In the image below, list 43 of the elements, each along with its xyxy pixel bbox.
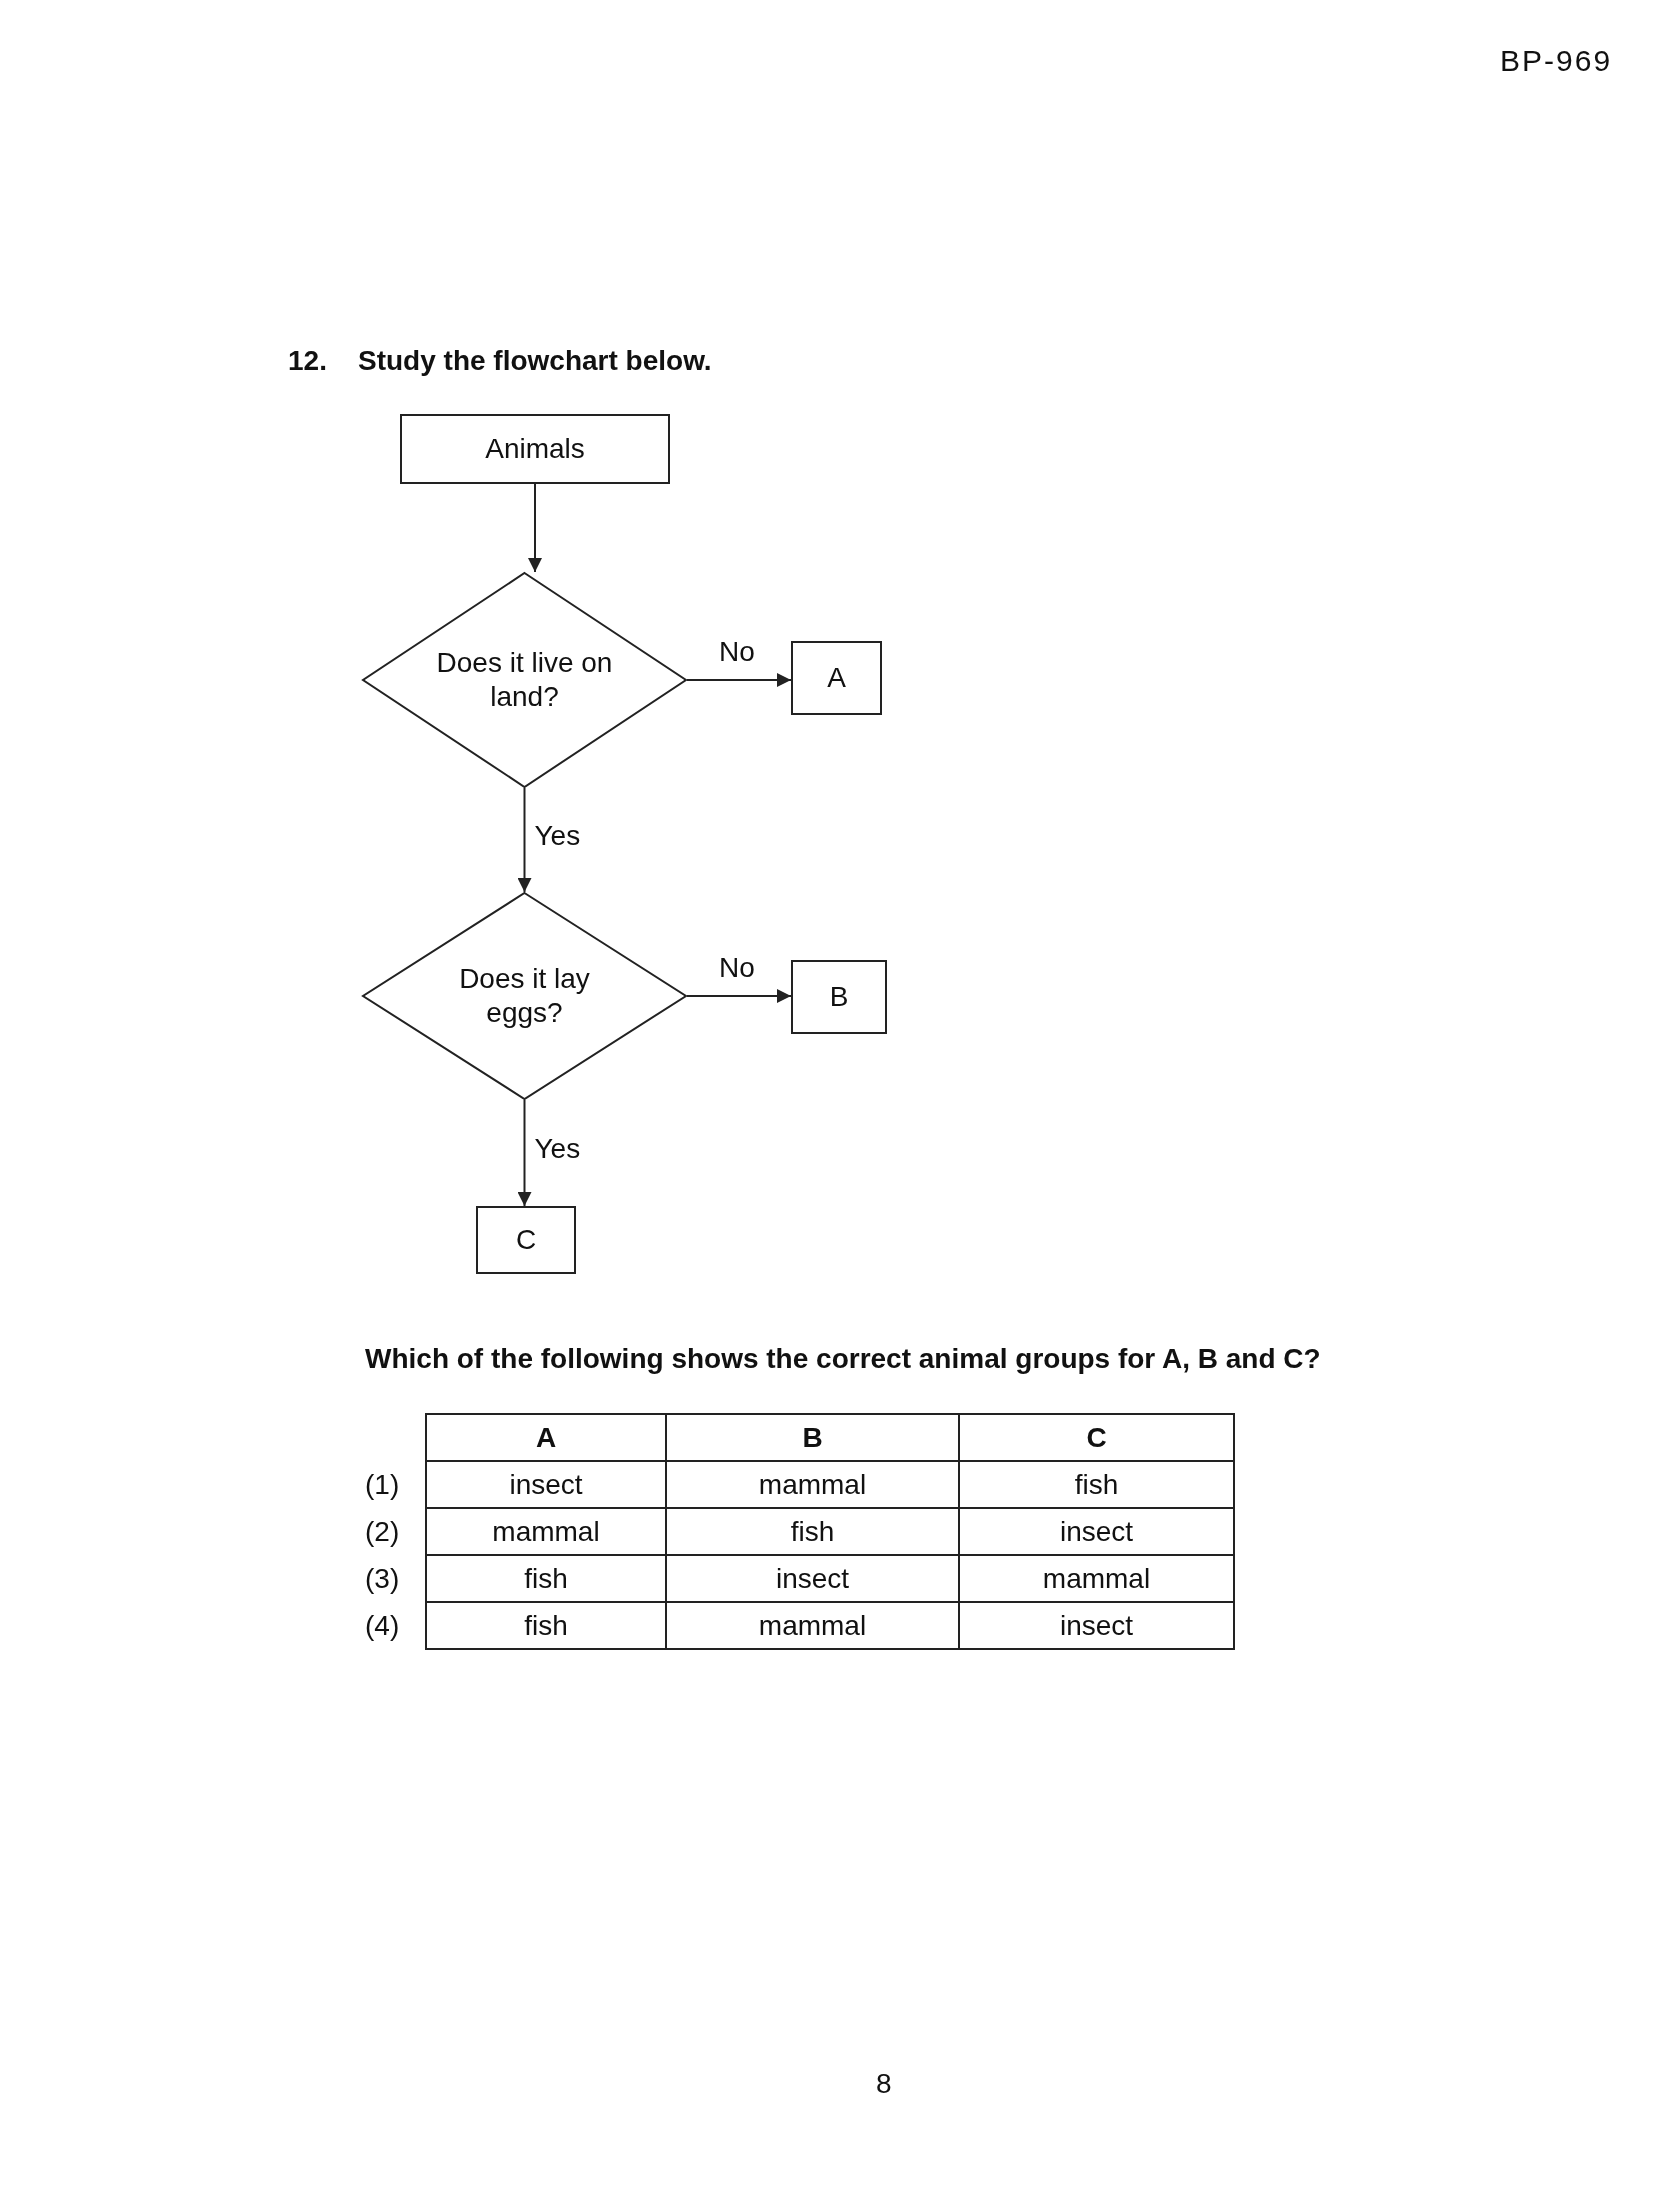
option-number: (2): [365, 1508, 426, 1555]
process-box: [400, 414, 670, 484]
table-cell: fish: [426, 1555, 666, 1602]
table-cell: insect: [666, 1555, 959, 1602]
process-box: [476, 1206, 576, 1274]
table-cell: mammal: [959, 1555, 1234, 1602]
decision-diamond: [362, 892, 687, 1100]
node-label: Does it live on land?: [435, 646, 614, 714]
node-label: C: [515, 1223, 537, 1257]
page-number: 8: [876, 2068, 892, 2100]
table-header: C: [959, 1414, 1234, 1461]
decision-diamond: [362, 572, 687, 788]
page-code: BP-969: [1500, 44, 1613, 78]
process-box: [791, 641, 882, 715]
arrow: [528, 483, 542, 573]
node-label: Does it lay eggs?: [458, 962, 591, 1030]
arrow: [686, 673, 792, 687]
table-cell: insect: [959, 1602, 1234, 1649]
table-cell: mammal: [666, 1461, 959, 1508]
edge-label: No: [718, 952, 756, 984]
table-cell: insect: [426, 1461, 666, 1508]
question-number: 12.: [288, 345, 327, 377]
option-number: (4): [365, 1602, 426, 1649]
node-label: B: [829, 980, 849, 1014]
table-cell: insect: [959, 1508, 1234, 1555]
question-text: Which of the following shows the correct animal groups for A, B and C?: [365, 1343, 1321, 1375]
table-cell: fish: [426, 1602, 666, 1649]
node-label: Animals: [485, 432, 585, 466]
option-number: (3): [365, 1555, 426, 1602]
process-box: [791, 960, 887, 1034]
node-label: A: [827, 661, 846, 695]
arrow: [517, 1099, 532, 1207]
arrow: [517, 787, 532, 893]
option-number: (1): [365, 1461, 426, 1508]
table-header: A: [426, 1414, 666, 1461]
arrow: [686, 989, 792, 1003]
edge-label: No: [718, 636, 756, 668]
table-header: B: [666, 1414, 959, 1461]
table-cell: fish: [666, 1508, 959, 1555]
table-cell: mammal: [666, 1602, 959, 1649]
instruction-text: Study the flowchart below.: [358, 345, 712, 377]
table-cell: fish: [959, 1461, 1234, 1508]
table-cell: mammal: [426, 1508, 666, 1555]
